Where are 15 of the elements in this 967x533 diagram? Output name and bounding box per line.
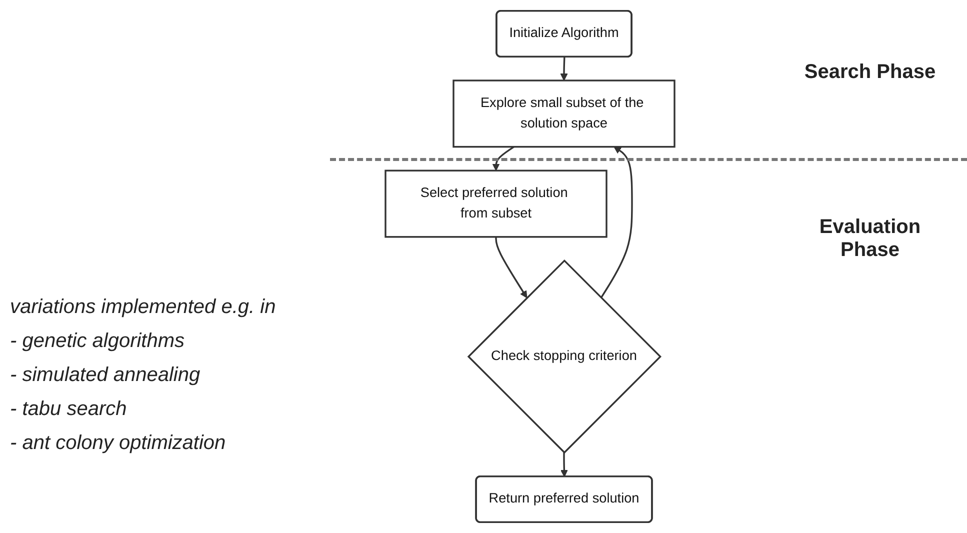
list-item: - simulated annealing — [10, 363, 202, 388]
arrow — [600, 146, 633, 298]
list-item: - ant colony optimization — [10, 431, 227, 456]
arrow — [495, 236, 528, 298]
phase-label: Search Phase — [803, 60, 937, 84]
list-item: - genetic algorithms — [10, 329, 186, 354]
list-item: - tabu search — [10, 397, 128, 422]
arrow — [492, 146, 514, 171]
node-box: Select preferred solution from subset — [384, 170, 608, 238]
arrow — [560, 57, 568, 81]
phase-label: Evaluation Phase — [818, 216, 922, 262]
node-diamond: Check stopping criterion — [467, 260, 662, 454]
list-heading: variations implemented e.g. in — [10, 295, 276, 320]
arrow — [560, 452, 568, 478]
node-box: Explore small subset of the solution space — [452, 80, 676, 148]
